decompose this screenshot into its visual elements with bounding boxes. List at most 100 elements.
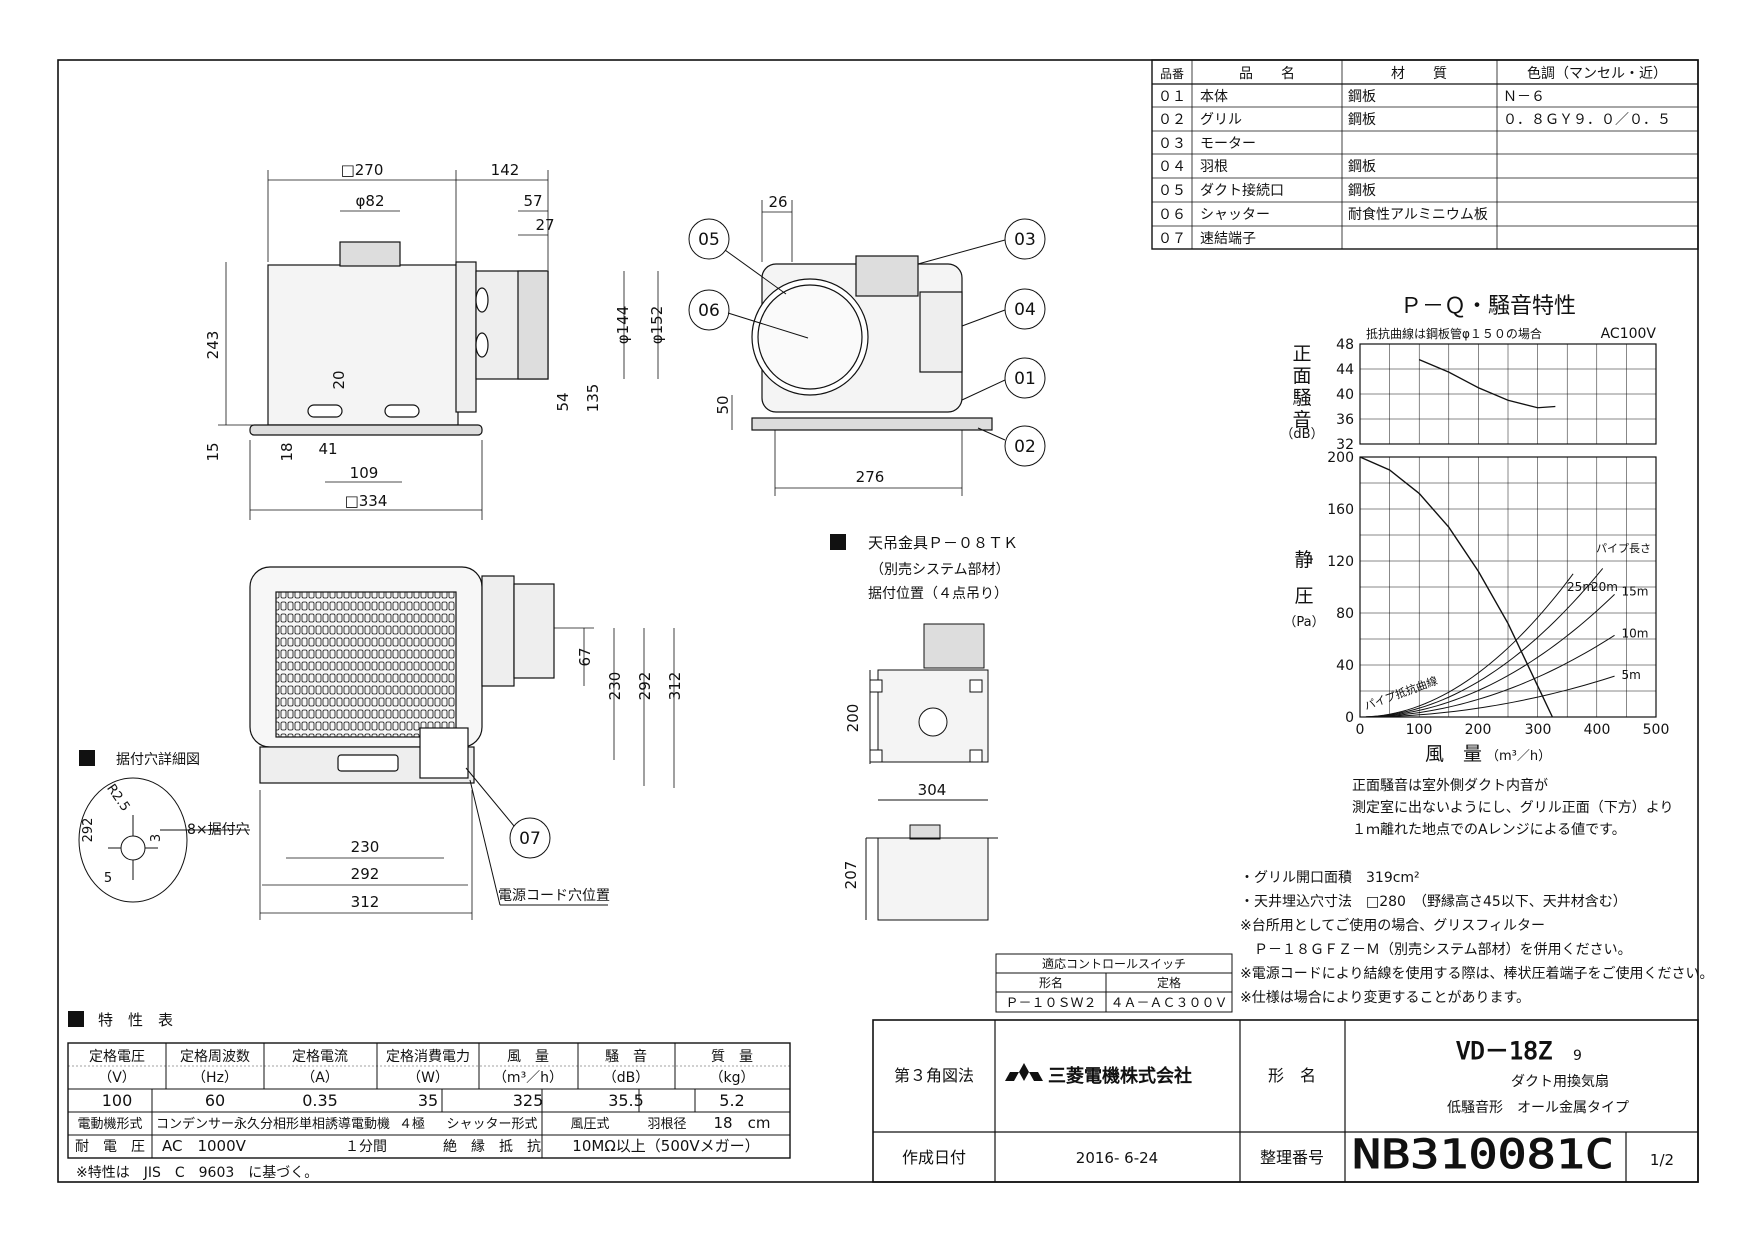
dim-label: 292 — [81, 818, 96, 843]
detail-title: 据付穴詳細図 — [116, 752, 200, 768]
callout-06: 06 — [698, 301, 720, 321]
dim-label: 142 — [491, 161, 520, 179]
pressure-ytick: 0 — [1345, 710, 1354, 726]
spec-table-text: 定格電圧 （V） 定格周波数 （Hz） 定格電流 （A） 定格消費電力 （W） … — [89, 1048, 755, 1110]
parts-no: ０３ — [1158, 136, 1186, 152]
dim-label: 304 — [918, 781, 947, 799]
spec-duration: １分間 — [345, 1139, 387, 1155]
dim-label: 135 — [584, 384, 602, 413]
pressure-xtick: 400 — [1584, 722, 1611, 738]
dim-label: φ144 — [614, 306, 632, 345]
pq-curve — [1359, 456, 1554, 718]
pressure-xlabel: 風 量 — [1425, 743, 1482, 765]
dim-label: 292 — [636, 672, 654, 701]
front-view-dims: □270 142 φ82 57 27 243 20 54 135 φ144 φ1… — [204, 161, 666, 510]
dim-label: 207 — [842, 861, 860, 890]
dim-label: φ82 — [356, 192, 385, 210]
spec-value: 35 — [418, 1091, 438, 1110]
footnote-line: 正面騒音は室外側ダクト内音が — [1352, 777, 1548, 794]
spec-header-unit: （m³／h） — [493, 1070, 563, 1086]
dim-label: 15 — [204, 442, 222, 461]
spec-header: 風 量 — [507, 1049, 549, 1065]
front-view-dimlines — [218, 170, 659, 520]
spec-voltage-label: 耐 電 圧 — [75, 1139, 145, 1155]
noise-ytick: 36 — [1336, 412, 1354, 428]
spec-motor-type: コンデンサー永久分相形単相誘導電動機 — [156, 1116, 390, 1132]
section-bullet — [79, 750, 95, 766]
pipe-resistance-curve — [1359, 568, 1604, 718]
pipe-resistance-curve — [1359, 573, 1574, 718]
parts-name: 本体 — [1200, 89, 1228, 105]
projection-method: 第３角図法 — [894, 1066, 974, 1085]
noise-yunit: （dB） — [1280, 427, 1323, 442]
parts-header-name: 品 名 — [1239, 66, 1295, 82]
note-line: ※台所用としてご使用の場合、グリスフィルター — [1240, 917, 1545, 934]
bottom-view — [249, 566, 555, 784]
parts-material: 鋼板 — [1348, 159, 1376, 175]
noise-ylabel-char: 正 — [1292, 343, 1311, 365]
spec-motor-label: 電動機形式 — [77, 1117, 142, 1132]
parts-name: 羽根 — [1200, 159, 1228, 175]
bottom-view-dimlines — [259, 627, 675, 920]
hanger-line3: 据付位置（４点吊り） — [868, 586, 1008, 602]
product-desc: ダクト用換気扇 — [1511, 1074, 1609, 1090]
note-line: ・グリル開口面積 319cm² — [1240, 870, 1420, 886]
pressure-grid — [1360, 457, 1656, 717]
pressure-xtick: 100 — [1406, 722, 1433, 738]
parts-no: ０５ — [1158, 183, 1186, 199]
spec-blade-label: 羽根径 — [647, 1117, 686, 1132]
parts-header-color: 色調（マンセル・近） — [1527, 65, 1667, 82]
section-bullet — [68, 1011, 84, 1027]
pipe-length-label: 25m — [1567, 580, 1594, 594]
spec-insulation-value: 10MΩ以上（500Vメガー） — [572, 1137, 759, 1155]
spec-footnote: ※特性は JIS C 9603 に基づく。 — [76, 1164, 318, 1181]
spec-value: 0.35 — [302, 1091, 338, 1110]
hanger-view — [865, 623, 998, 921]
parts-material: 鋼板 — [1348, 112, 1376, 128]
pipe-resistance-label: パイプ抵抗曲線 — [1362, 673, 1439, 712]
noise-note: 抵抗曲線は鋼板管φ１５０の場合 — [1366, 326, 1542, 341]
footnote-line: １ｍ離れた地点でのAレンジによる値です。 — [1352, 821, 1626, 838]
parts-material: 耐食性アルミニウム板 — [1348, 206, 1488, 223]
dim-label: 292 — [351, 865, 380, 883]
dim-label: 18 — [278, 442, 296, 461]
mount-hole-label: 8×据付穴 — [187, 822, 250, 838]
spec-title: 特 性 表 — [98, 1011, 173, 1029]
pressure-xunit: （m³／h） — [1486, 749, 1551, 764]
dim-label: 20 — [330, 370, 348, 389]
cord-hole-label: 電源コード穴位置 — [498, 888, 610, 904]
noise-voltage: AC100V — [1601, 326, 1657, 342]
parts-no: ０７ — [1158, 231, 1186, 247]
spec-header: 定格電流 — [292, 1049, 348, 1065]
drawing-number: NB310081C — [1352, 1132, 1614, 1178]
parts-name: グリル — [1200, 112, 1242, 128]
parts-table — [1151, 59, 1699, 250]
noise-yticks: 48 44 40 36 32 — [1336, 337, 1354, 453]
spec-withstand: AC 1000V — [162, 1137, 247, 1155]
switch-rating: ４Ａ－ＡＣ３００Ｖ — [1110, 996, 1227, 1011]
pressure-ytick: 200 — [1327, 450, 1354, 466]
callout-05: 05 — [698, 230, 720, 250]
pressure-ytick: 120 — [1327, 554, 1354, 570]
note-line: ・天井埋込穴寸法 □280 （野縁高さ45以下、天井材含む） — [1240, 893, 1627, 910]
pipe-length-title: パイプ長さ — [1596, 542, 1651, 555]
spec-header: 騒 音 — [605, 1048, 647, 1065]
dim-label: 67 — [576, 647, 594, 666]
hanger-line2: （別売システム部材） — [870, 562, 1010, 578]
noise-ytick: 32 — [1336, 437, 1354, 453]
chart-footnote: 正面騒音は室外側ダクト内音が 測定室に出ないようにし、グリル正面（下方）より １… — [1352, 777, 1673, 838]
pipe-resistance-curve — [1359, 634, 1615, 718]
noise-ylabel-char: 面 — [1292, 365, 1311, 387]
note-line: ※電源コードにより結線を使用する際は、棒状圧着端子をご使用ください。 — [1240, 965, 1713, 982]
company-name: 三菱電機株式会社 — [1048, 1065, 1192, 1087]
dim-label: 312 — [666, 672, 684, 701]
parts-color: Ｎ－６ — [1503, 89, 1545, 105]
dim-label: 276 — [856, 468, 885, 486]
parts-no: ０４ — [1158, 159, 1186, 175]
dim-label: 54 — [554, 392, 572, 411]
spec-value: 100 — [102, 1091, 133, 1110]
date-label: 作成日付 — [902, 1148, 966, 1167]
section-bullet — [830, 534, 846, 550]
